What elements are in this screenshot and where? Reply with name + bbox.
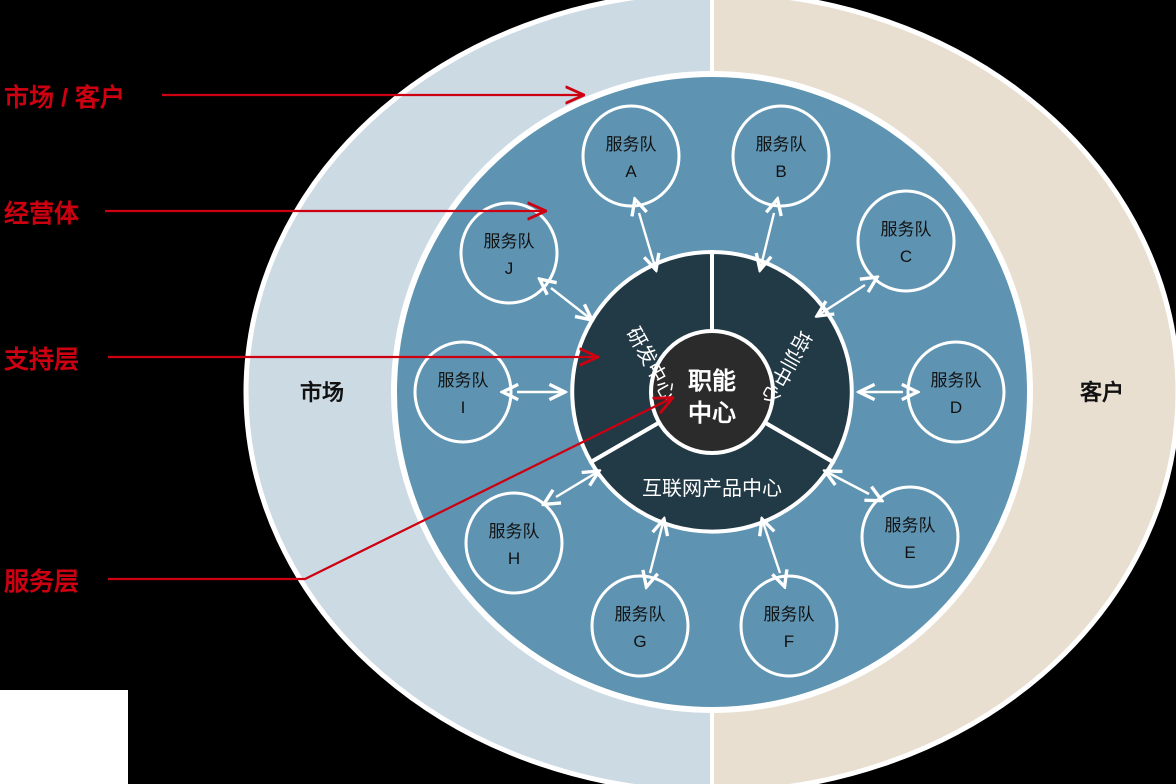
- service-team-suffix: H: [508, 549, 520, 568]
- service-team-D[interactable]: 服务队 D: [906, 340, 1006, 444]
- service-team-E[interactable]: 服务队 E: [860, 485, 960, 589]
- callout-label-market-customer: 市场 / 客户: [4, 83, 125, 112]
- connector-arrow-F: [762, 519, 780, 573]
- connector-arrow-B: [760, 213, 774, 270]
- service-team-suffix: C: [900, 247, 912, 266]
- service-team-prefix: 服务队: [931, 371, 982, 390]
- hub-core-label-line1: 职能: [688, 367, 736, 395]
- hub-segment-label-internet-product: 互联网产品中心: [642, 477, 782, 500]
- service-team-prefix: 服务队: [615, 605, 666, 624]
- service-team-prefix: 服务队: [885, 516, 936, 535]
- service-team-circle[interactable]: [731, 104, 831, 208]
- service-team-suffix: G: [633, 632, 646, 651]
- service-team-circle[interactable]: [906, 340, 1006, 444]
- service-team-prefix: 服务队: [756, 135, 807, 154]
- connector-arrow-J: [551, 288, 592, 320]
- bottom-left-white-patch: [0, 690, 128, 784]
- hub-segment-internet-product[interactable]: [588, 389, 836, 534]
- connector-arrow-A: [639, 213, 656, 270]
- service-team-prefix: 服务队: [764, 605, 815, 624]
- service-team-F[interactable]: 服务队 F: [739, 574, 839, 678]
- service-team-prefix: 服务队: [489, 522, 540, 541]
- service-team-circle[interactable]: [856, 189, 956, 293]
- callout-lines: [105, 95, 672, 581]
- service-team-prefix: 服务队: [438, 371, 489, 390]
- outer-ring-label-customer: 客户: [1080, 380, 1124, 405]
- connector-arrow-H: [556, 471, 599, 497]
- service-team-circle[interactable]: [459, 201, 559, 305]
- service-team-prefix: 服务队: [881, 220, 932, 239]
- service-team-suffix: A: [625, 162, 637, 181]
- service-team-circle[interactable]: [739, 574, 839, 678]
- service-team-suffix: J: [505, 259, 514, 278]
- service-team-suffix: F: [784, 632, 794, 651]
- service-team-circle[interactable]: [860, 485, 960, 589]
- service-team-J[interactable]: 服务队 J: [459, 201, 559, 305]
- service-team-B[interactable]: 服务队 B: [731, 104, 831, 208]
- service-team-A[interactable]: 服务队 A: [581, 104, 681, 208]
- service-team-suffix: I: [461, 398, 466, 417]
- hub-core-label-line2: 中心: [688, 400, 736, 427]
- connector-arrow-E: [825, 471, 869, 494]
- service-team-circle[interactable]: [464, 491, 564, 595]
- service-team-circle[interactable]: [581, 104, 681, 208]
- connector-arrows: [517, 213, 903, 573]
- service-team-suffix: D: [950, 398, 962, 417]
- outer-ring-label-market: 市场: [300, 380, 344, 405]
- service-team-circles: 服务队 A 服务队 B 服务队 C 服务队 D 服务队 E: [413, 104, 1006, 678]
- connector-arrow-G: [650, 519, 664, 573]
- hub-core-function-center[interactable]: [649, 329, 775, 455]
- service-team-prefix: 服务队: [606, 135, 657, 154]
- service-team-G[interactable]: 服务队 G: [590, 574, 690, 678]
- service-team-suffix: B: [775, 162, 786, 181]
- service-team-C[interactable]: 服务队 C: [856, 189, 956, 293]
- connector-arrow-C: [817, 285, 865, 316]
- callout-label-support-layer: 支持层: [4, 346, 79, 374]
- service-team-circle[interactable]: [413, 340, 513, 444]
- service-team-suffix: E: [904, 543, 915, 562]
- service-team-circle[interactable]: [590, 574, 690, 678]
- service-team-H[interactable]: 服务队 H: [464, 491, 564, 595]
- callout-label-business-unit: 经营体: [4, 199, 80, 228]
- callout-line-service-layer: [108, 398, 672, 581]
- service-team-prefix: 服务队: [484, 232, 535, 251]
- callout-label-service-layer: 服务层: [4, 568, 79, 596]
- service-team-I[interactable]: 服务队 I: [413, 340, 513, 444]
